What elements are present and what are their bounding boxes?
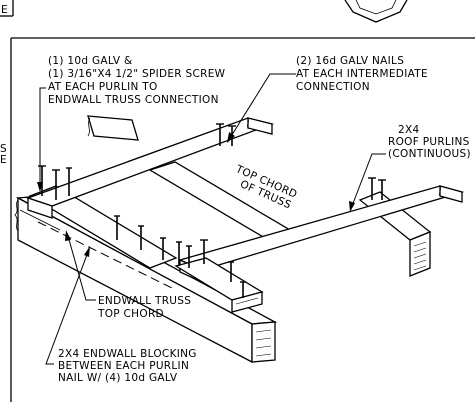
purlin-end-front bbox=[174, 257, 264, 313]
note-line: NAIL W/ (4) 10d GALV bbox=[58, 372, 178, 384]
note-line: (2) 16d GALV NAILS bbox=[296, 55, 404, 67]
note-endwall-blocking: 2X4 ENDWALL BLOCKING BETWEEN EACH PURLIN… bbox=[58, 348, 197, 384]
note-line: 2X4 bbox=[398, 124, 419, 136]
note-roof-purlins: 2X4 ROOF PURLINS (CONTINUOUS) bbox=[388, 124, 471, 160]
upper-left-truss bbox=[87, 115, 139, 141]
note-line: 2X4 ENDWALL BLOCKING bbox=[58, 348, 197, 360]
note-line: ENDWALL TRUSS bbox=[98, 295, 191, 307]
note-line: TOP CHORD bbox=[97, 308, 164, 320]
note-line: AT EACH PURLIN TO bbox=[48, 81, 158, 93]
note-line: BETWEEN EACH PURLIN bbox=[58, 360, 189, 372]
left-margin-marks: E S E bbox=[0, 4, 8, 166]
note-line: (CONTINUOUS) bbox=[388, 148, 471, 160]
fasteners bbox=[38, 123, 386, 298]
roof-purlin-upper bbox=[26, 117, 275, 219]
leader-lines bbox=[37, 73, 386, 365]
endwall-blocking bbox=[28, 185, 178, 291]
note-line: ENDWALL TRUSS CONNECTION bbox=[48, 94, 219, 106]
margin-char-2: E bbox=[0, 154, 7, 166]
note-endwall-chord: ENDWALL TRUSS TOP CHORD bbox=[97, 295, 191, 320]
note-line: ROOF PURLINS bbox=[388, 136, 470, 148]
hexagon-tag-icon bbox=[344, 0, 408, 23]
note-line: CONNECTION bbox=[296, 81, 370, 93]
note-line: (1) 10d GALV & bbox=[48, 55, 133, 67]
note-fastener-intermediate: (2) 16d GALV NAILS AT EACH INTERMEDIATE … bbox=[296, 55, 428, 93]
note-line: AT EACH INTERMEDIATE bbox=[296, 68, 428, 80]
margin-char-1: S bbox=[0, 143, 7, 155]
note-line: (1) 3/16"X4 1/2" SPIDER SCREW bbox=[48, 68, 226, 80]
margin-char-top: E bbox=[1, 4, 8, 16]
note-fastener-endwall: (1) 10d GALV & (1) 3/16"X4 1/2" SPIDER S… bbox=[48, 55, 226, 106]
